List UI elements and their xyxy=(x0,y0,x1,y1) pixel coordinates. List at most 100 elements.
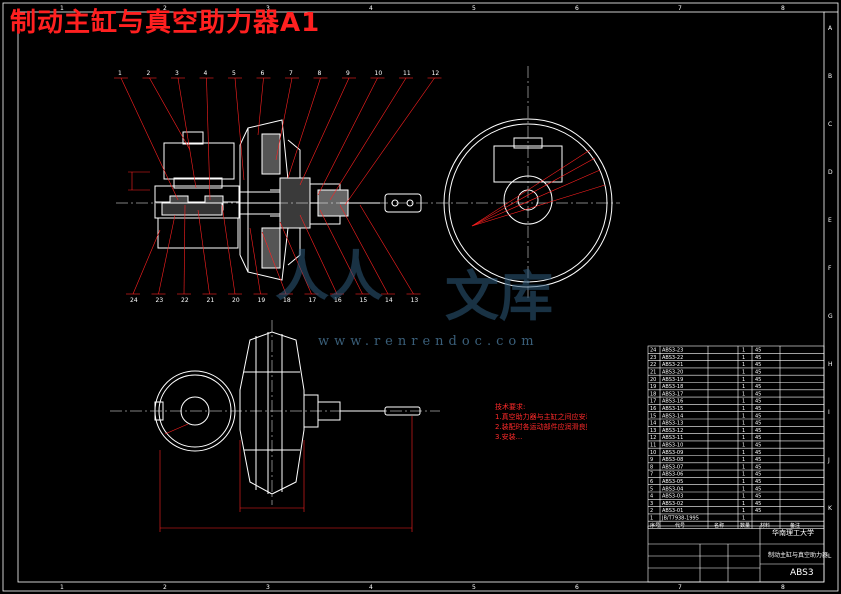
bom-row-material: 45 xyxy=(755,464,761,470)
bom-row-code: ABS3-22 xyxy=(662,355,683,361)
bom-row-material: 45 xyxy=(755,384,761,390)
zone-label-bottom: 5 xyxy=(472,584,476,591)
title-block-code: ABS3 xyxy=(790,568,814,578)
bom-row-no: 14 xyxy=(650,421,656,427)
balloon-number: 12 xyxy=(432,70,440,77)
bom-row-code: ABS3-04 xyxy=(662,486,683,492)
bom-row-qty: 1 xyxy=(742,435,745,441)
bom-row-no: 12 xyxy=(650,435,656,441)
zone-label-side: E xyxy=(828,217,832,224)
bom-row-qty: 1 xyxy=(742,399,745,405)
bom-row-no: 5 xyxy=(650,486,653,492)
bom-row-material: 45 xyxy=(755,457,761,463)
bom-row-material: 45 xyxy=(755,479,761,485)
balloon-number: 9 xyxy=(346,70,350,77)
balloon-number: 24 xyxy=(130,297,138,304)
zone-label-top: 1 xyxy=(60,5,64,12)
balloon-number: 10 xyxy=(375,70,383,77)
bom-row-material: 45 xyxy=(755,399,761,405)
bom-row-qty: 1 xyxy=(742,362,745,368)
bom-row-material: 45 xyxy=(755,428,761,434)
bom-row-no: 21 xyxy=(650,370,656,376)
balloon-number: 15 xyxy=(360,297,368,304)
bom-row-code: ABS3-09 xyxy=(662,450,683,456)
balloon-number: 13 xyxy=(411,297,419,304)
balloon-number: 14 xyxy=(385,297,393,304)
zone-label-top: 2 xyxy=(163,5,167,12)
bom-row-qty: 1 xyxy=(742,421,745,427)
zone-label-side: K xyxy=(828,505,833,512)
bom-row-no: 23 xyxy=(650,355,656,361)
bom-row-code: ABS3-16 xyxy=(662,399,683,405)
bom-row-material: 45 xyxy=(755,362,761,368)
bom-row-no: 13 xyxy=(650,428,656,434)
bom-row-material: 45 xyxy=(755,413,761,419)
bom-row-material: 45 xyxy=(755,355,761,361)
bom-row-no: 8 xyxy=(650,464,653,470)
balloon-number: 17 xyxy=(309,297,317,304)
bom-row-code: ABS3-14 xyxy=(662,413,683,419)
bom-row-no: 1 xyxy=(650,516,653,522)
zone-label-bottom: 4 xyxy=(369,584,373,591)
bom-row-no: 18 xyxy=(650,391,656,397)
balloon-number: 6 xyxy=(261,70,265,77)
bom-row-qty: 1 xyxy=(742,406,745,412)
bom-row-code: ABS3-06 xyxy=(662,472,683,478)
bom-row-material: 45 xyxy=(755,391,761,397)
bom-row-material: 45 xyxy=(755,494,761,500)
bom-row-qty: 1 xyxy=(742,494,745,500)
bom-row-code: ABS3-19 xyxy=(662,377,683,383)
bom-row-no: 10 xyxy=(650,450,656,456)
bom-row-material: 45 xyxy=(755,370,761,376)
bom-row-code: ABS3-07 xyxy=(662,464,683,470)
bom-row-qty: 1 xyxy=(742,450,745,456)
bom-row-qty: 1 xyxy=(742,464,745,470)
bom-row-material: 45 xyxy=(755,435,761,441)
bom-row-code: ABS3-15 xyxy=(662,406,683,412)
bom-row-qty: 1 xyxy=(742,384,745,390)
bom-row-material: 45 xyxy=(755,486,761,492)
bom-row-material: 45 xyxy=(755,443,761,449)
bom-row-no: 20 xyxy=(650,377,656,383)
end-view-centerlines xyxy=(436,66,620,300)
end-view-leaders xyxy=(471,149,606,227)
bom-row-no: 3 xyxy=(650,501,653,507)
zone-label-side: L xyxy=(828,553,832,560)
bom-row-code: ABS3-12 xyxy=(662,428,683,434)
bom-row-no: 2 xyxy=(650,508,653,514)
zone-label-side: B xyxy=(828,73,832,80)
bom-row-no: 7 xyxy=(650,472,653,478)
side-view-dimensions xyxy=(159,416,413,532)
title-block-name: 制动主缸与真空助力器 xyxy=(768,552,829,559)
zone-label-top: 7 xyxy=(678,5,682,12)
bom-row-code: ABS3-13 xyxy=(662,421,683,427)
bom-row-code: ABS3-20 xyxy=(662,370,683,376)
bom-row-no: 9 xyxy=(650,457,653,463)
bom-row-no: 22 xyxy=(650,362,656,368)
zone-label-top: 3 xyxy=(266,5,270,12)
zone-label-bottom: 6 xyxy=(575,584,579,591)
bom-row-qty: 1 xyxy=(742,508,745,514)
bom-row-no: 24 xyxy=(650,348,656,354)
bom-row-qty: 1 xyxy=(742,486,745,492)
bom-row-qty: 1 xyxy=(742,428,745,434)
zone-label-bottom: 1 xyxy=(60,584,64,591)
bom-row-qty: 1 xyxy=(742,516,745,522)
bom-row-code: ABS3-02 xyxy=(662,501,683,507)
balloon-number: 19 xyxy=(258,297,266,304)
balloon-number: 20 xyxy=(232,297,240,304)
notes-line-3: 3.安装... xyxy=(495,433,523,441)
balloon-number: 2 xyxy=(147,70,151,77)
bom-row-no: 4 xyxy=(650,494,653,500)
bom-row-qty: 1 xyxy=(742,355,745,361)
technical-notes: 技术要求: 1.真空助力器与主缸之间应安装密封 2.装配时各运动部件应润滑良好 … xyxy=(495,402,587,442)
bom-table xyxy=(647,345,825,529)
bom-row-no: 11 xyxy=(650,443,656,449)
bom-row-material: 45 xyxy=(755,508,761,514)
balloon-number: 11 xyxy=(403,70,411,77)
